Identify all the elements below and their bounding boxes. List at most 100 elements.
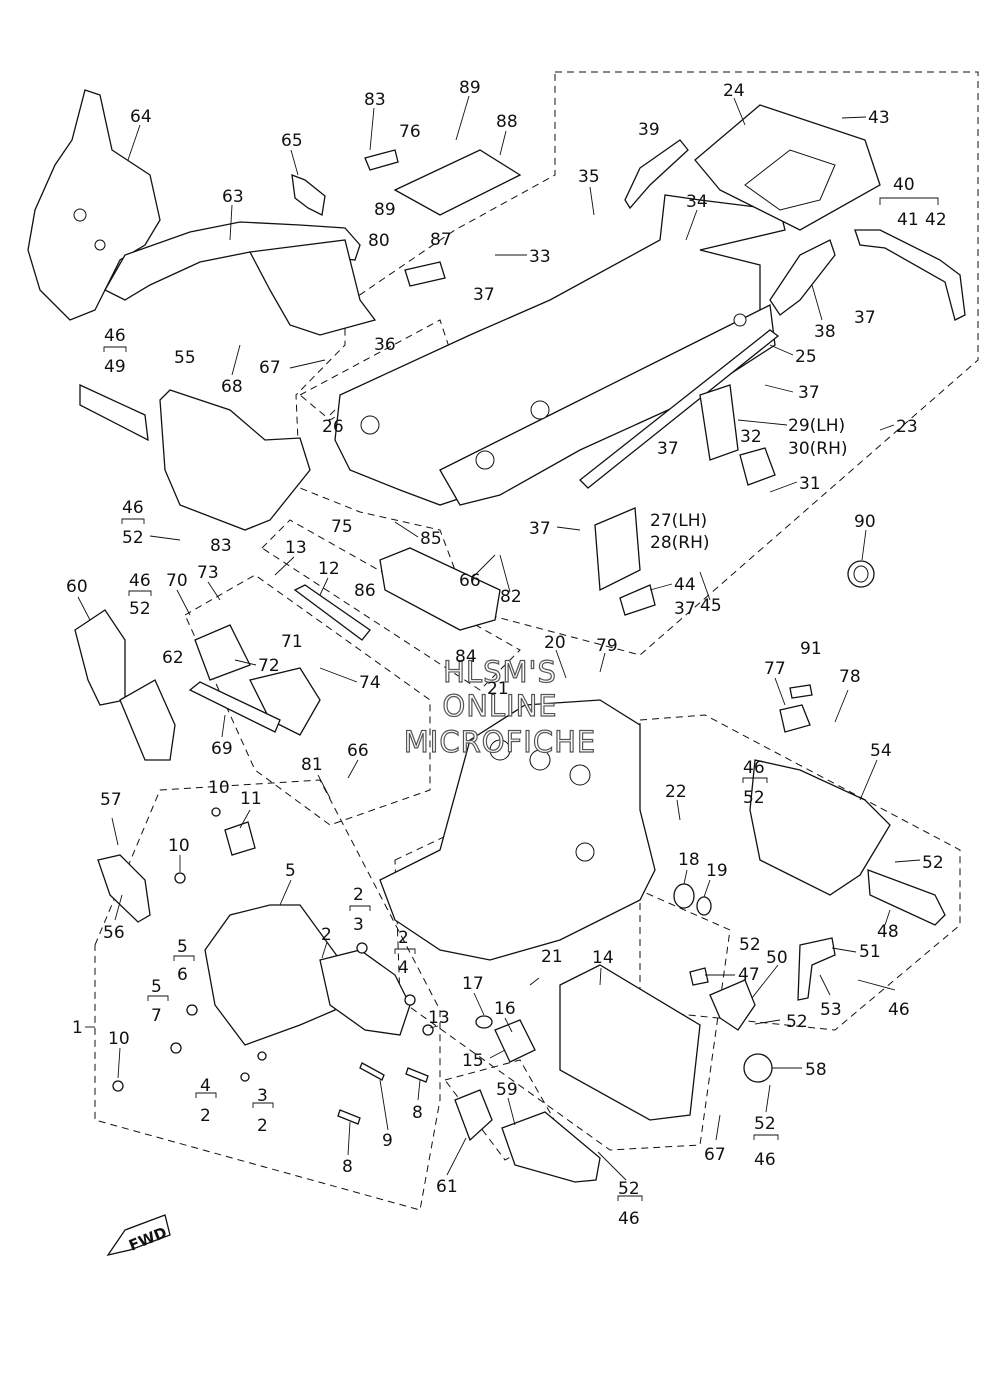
callout-68: 68 xyxy=(221,377,243,397)
part-front-frame xyxy=(379,699,656,961)
callout-84: 84 xyxy=(455,647,477,667)
part-91-pad xyxy=(789,684,813,699)
callout-44: 44 xyxy=(674,575,696,595)
part-32-clip xyxy=(739,447,776,486)
part-5-bracket xyxy=(204,904,341,1046)
callout-85: 85 xyxy=(420,529,442,549)
nut-6 xyxy=(186,1004,198,1016)
callout-8: 8 xyxy=(342,1157,353,1177)
part-frame-hole xyxy=(575,842,595,862)
leader-52h xyxy=(765,1084,771,1113)
callout-89: 89 xyxy=(374,200,396,220)
leader-51 xyxy=(831,947,857,953)
callout-21: 21 xyxy=(487,679,509,699)
callout-31: 31 xyxy=(799,474,821,494)
leader-26 xyxy=(329,409,336,416)
callout-67: 67 xyxy=(704,1145,726,1165)
bracket-46-49 xyxy=(103,346,127,352)
leader-54 xyxy=(859,759,878,801)
leader-13b xyxy=(429,1025,439,1029)
callout-83: 83 xyxy=(210,536,232,556)
callout-67: 67 xyxy=(259,358,281,378)
callout-10: 10 xyxy=(108,1029,130,1049)
callout-52: 52 xyxy=(122,528,144,548)
callout-16: 16 xyxy=(494,999,516,1019)
bracket-2-3a xyxy=(349,905,371,911)
part-72-bracket xyxy=(194,624,251,681)
callout-14: 14 xyxy=(592,948,614,968)
group-outline-23 xyxy=(295,71,979,656)
callout-48: 48 xyxy=(877,922,899,942)
callout-35: 35 xyxy=(578,167,600,187)
callout-56: 56 xyxy=(103,923,125,943)
leader-81 xyxy=(317,774,331,799)
leader-67b xyxy=(715,1114,721,1141)
leader-50 xyxy=(751,964,779,999)
part-15-tube xyxy=(494,1019,536,1063)
callout-37: 37 xyxy=(657,439,679,459)
callout-23: 23 xyxy=(896,417,918,437)
leader-60 xyxy=(77,596,91,621)
callout-55: 55 xyxy=(174,348,196,368)
leader-20 xyxy=(555,649,567,679)
bolt-10 xyxy=(112,1080,124,1092)
leader-24 xyxy=(733,97,746,126)
callout-82: 82 xyxy=(500,587,522,607)
group-outline-1 xyxy=(94,779,441,1211)
leader-11 xyxy=(239,809,251,829)
callout-61: 61 xyxy=(436,1177,458,1197)
callout-30-rh: 30(RH) xyxy=(788,439,848,459)
callout-2: 2 xyxy=(398,928,409,948)
callout-brackets xyxy=(103,197,939,1201)
callout-36: 36 xyxy=(374,335,396,355)
callout-87: 87 xyxy=(430,230,452,250)
part-49-plate xyxy=(79,383,149,442)
callout-77: 77 xyxy=(764,659,786,679)
callout-22: 22 xyxy=(665,782,687,802)
nut-7 xyxy=(170,1042,182,1054)
leader-22 xyxy=(676,799,681,821)
callout-71: 71 xyxy=(281,632,303,652)
callout-63: 63 xyxy=(222,187,244,207)
leader-8a xyxy=(347,1121,351,1156)
part-62-cover xyxy=(119,679,176,761)
callout-52: 52 xyxy=(739,935,761,955)
callout-13: 13 xyxy=(285,538,307,558)
callout-7: 7 xyxy=(151,1006,162,1026)
leader-68 xyxy=(231,344,241,376)
part-77-bracket xyxy=(779,704,811,733)
callout-32: 32 xyxy=(740,427,762,447)
callout-labels: 64 63 65 83 76 89 88 89 80 87 39 24 43 3… xyxy=(66,78,947,1229)
callout-81: 81 xyxy=(301,755,323,775)
bracket-2-4a xyxy=(394,948,416,954)
callout-76: 76 xyxy=(399,122,421,142)
callout-19: 19 xyxy=(706,861,728,881)
bolt-9 xyxy=(359,1062,385,1081)
nut-4b xyxy=(240,1072,250,1082)
part-90-ring-inner xyxy=(853,565,869,583)
part-19-ring xyxy=(696,896,712,916)
callout-27-lh: 27(LH) xyxy=(650,511,707,531)
callout-80: 80 xyxy=(368,231,390,251)
callout-38: 38 xyxy=(814,322,836,342)
part-29-bracket xyxy=(699,384,739,461)
leader-35 xyxy=(589,186,595,216)
leader-14 xyxy=(599,967,602,986)
part-38-bracket xyxy=(769,239,836,316)
bracket-4-2 xyxy=(195,1092,217,1098)
callout-34: 34 xyxy=(686,192,708,212)
callout-2: 2 xyxy=(353,885,364,905)
callout-42: 42 xyxy=(925,210,947,230)
leader-15 xyxy=(489,1049,506,1059)
callout-5: 5 xyxy=(285,861,296,881)
leader-88 xyxy=(499,130,507,156)
leader-2a xyxy=(321,941,328,959)
callout-91: 91 xyxy=(800,639,822,659)
leader-37c xyxy=(764,384,794,393)
part-60-shroud xyxy=(74,609,126,706)
leader-52f xyxy=(754,1019,781,1025)
leader-10c xyxy=(117,1047,121,1079)
leader-78 xyxy=(834,689,849,723)
callout-75: 75 xyxy=(331,517,353,537)
